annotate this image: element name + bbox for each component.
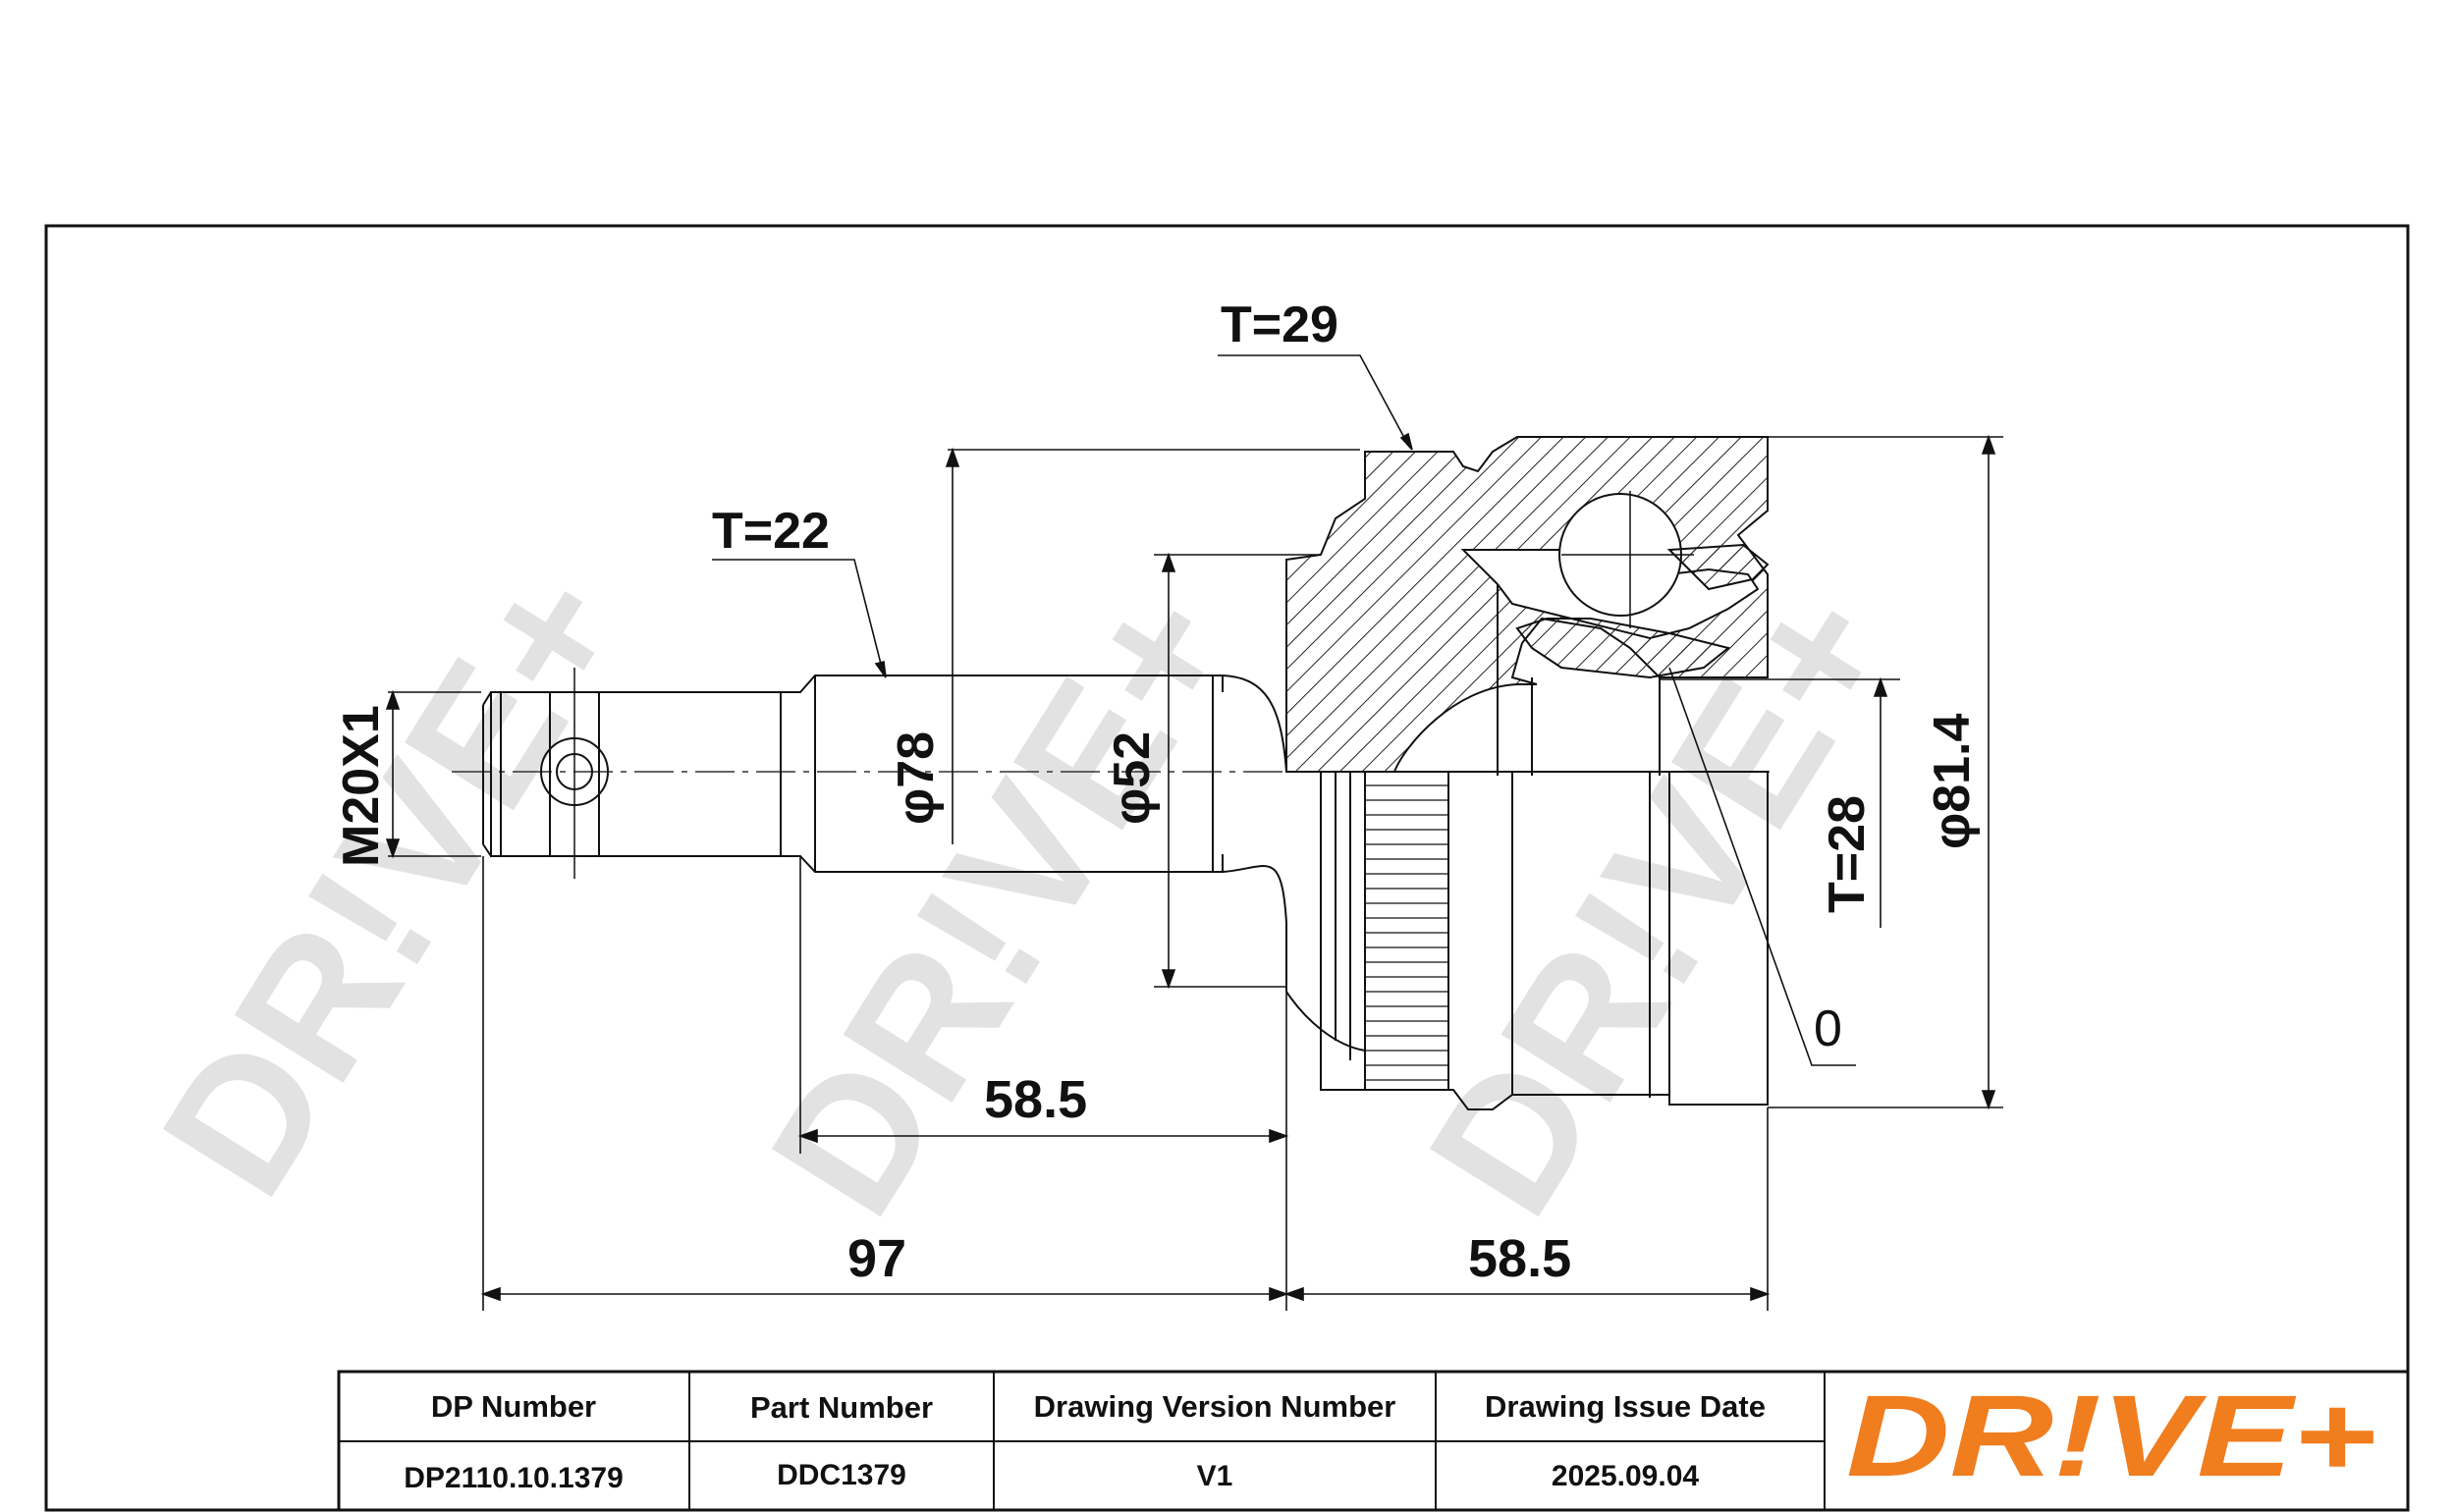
title-block: DP Number Part Number Drawing Version Nu… [337,1370,2410,1512]
cv-joint-part [482,436,1770,1110]
brand-logo: DR!VE+ [1846,1372,2376,1501]
dim-dia-inner: φ52 [1104,731,1161,825]
dimension-lines [385,354,2003,1311]
dim-abs-ring: 0 [1814,1000,1842,1057]
dim-len-total: 97 [847,1229,906,1288]
dim-teeth-abs: T=28 [1819,795,1876,913]
value-version: V1 [1197,1460,1233,1492]
dim-thread: M20X1 [333,705,390,867]
value-part-number: DDC1379 [777,1459,906,1491]
dim-dia-outer: φ81.4 [1924,714,1981,849]
header-issue-date: Drawing Issue Date [1485,1389,1766,1424]
dim-len-shaft: 58.5 [984,1070,1087,1129]
header-part-number: Part Number [750,1390,933,1425]
dim-teeth-hub: T=29 [1221,297,1338,353]
header-version: Drawing Version Number [1034,1389,1396,1424]
dim-dia-shaft: φ78 [888,731,945,825]
dim-teeth-shaft: T=22 [712,503,830,560]
watermark-left: DR!VE+ [123,534,665,1229]
value-issue-date: 2025.09.04 [1552,1460,1699,1492]
dim-len-housing: 58.5 [1468,1229,1571,1288]
header-dp-number: DP Number [431,1389,596,1424]
value-dp-number: DP2110.10.1379 [404,1462,624,1494]
watermark-center: DR!VE+ [732,554,1274,1249]
